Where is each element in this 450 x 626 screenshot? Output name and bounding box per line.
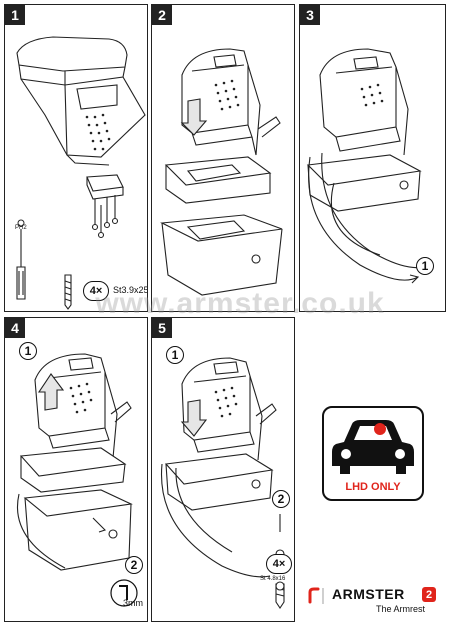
brand-name: ARMSTER [332,586,405,602]
brand-logo: ARMSTER 2 The Armrest [306,584,446,620]
phillips-size-label: PH2 [15,225,27,231]
step-number-badge: 5 [152,318,172,338]
lhd-only-notice: LHD ONLY [322,406,424,501]
armrest-exploded-illustration [16,36,146,310]
step-2-panel: 2 [151,4,295,312]
car-front-icon [332,420,414,474]
armrest-fix-illustration [160,357,285,609]
step-1-panel: 1 [4,4,148,312]
screw-quantity-badge: 4× [266,554,292,574]
armrest-lift-illustration [160,48,283,296]
hex-key-icon [110,579,138,607]
brand-tagline: The Armrest [376,604,426,614]
step-number-badge: 2 [152,5,172,25]
sub-step-1-badge: 1 [19,342,37,360]
hex-key-size-label: 3mm [123,598,143,608]
sub-step-1-badge: 1 [166,346,184,364]
step-number-badge: 4 [5,318,25,338]
step-number-badge: 3 [300,5,320,25]
step-number-badge: 1 [5,5,25,25]
lhd-only-label: LHD ONLY [345,481,401,493]
sub-step-2-badge: 2 [272,490,290,508]
brand-model-number: 2 [422,587,436,602]
step-4-panel: 4 1 2 3mm [4,317,148,622]
armrest-remove-illustration [16,353,133,571]
armrest-install-illustration [306,48,425,284]
screw-quantity-badge: 4× [83,281,109,301]
screw-spec-label: St3.9x25 [113,285,148,295]
step-3-panel: 3 1 [299,4,446,312]
brand-mark-icon [308,587,324,604]
sub-step-badge: 1 [416,257,434,275]
step-5-panel: 5 1 [151,317,295,622]
screw-spec-label: St 4.8x16 [260,576,286,582]
sub-step-2-badge: 2 [125,556,143,574]
